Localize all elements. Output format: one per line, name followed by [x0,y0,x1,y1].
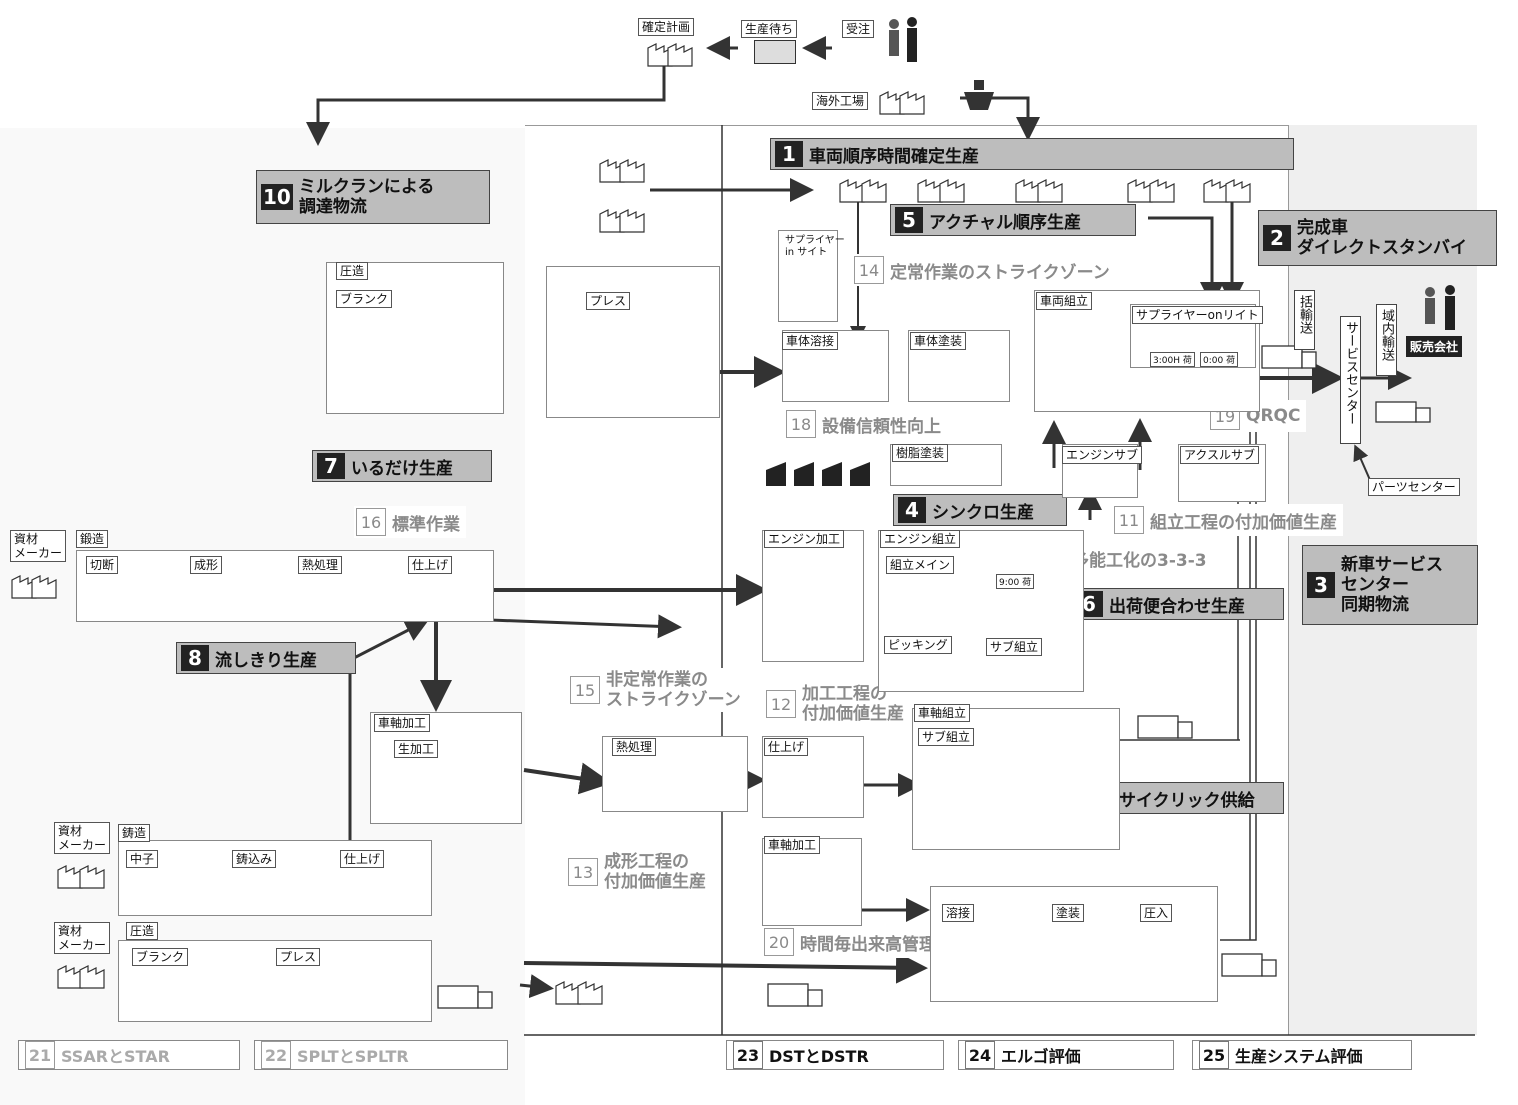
callout-15: 15 非定常作業のストライクゾーン [568,668,747,712]
forging-area-label: 圧造 [336,262,369,280]
callout-13: 13 成形工程の付加価値生産 [566,850,712,894]
material-maker-label-1: 資材メーカー [10,530,66,562]
picking-label: ピッキング [884,636,952,654]
press-label-bottom: プレス [276,948,321,966]
service-center-label: サービスセンター [1340,316,1361,444]
callout-12: 12 加工工程の付加価値生産 [764,682,910,726]
heat-treat-label-2: 熱処理 [612,738,657,756]
overseas-factory-label: 海外工場 [812,92,869,110]
forge-label: 鍛造 [76,530,109,548]
engine-machining-label: エンジン加工 [764,530,845,548]
resin-paint-label: 樹脂塗装 [892,444,949,462]
forging-area-label-bottom: 圧造 [126,922,159,940]
callout-2: 2 完成車ダイレクトスタンバイ [1258,210,1497,266]
people-icon [889,17,917,62]
engine-sub-label: エンジンサブ [1062,446,1143,464]
engine-assembly-label: エンジン組立 [880,530,961,548]
engine-assembly-box [878,530,1084,692]
heat-treat-label: 熱処理 [298,556,343,574]
parts-center-label: パーツセンター [1368,478,1460,496]
painting-label: 塗装 [1052,904,1085,922]
callout-10: 10 ミルクランによる調達物流 [256,170,490,224]
callout-3: 3 新車サービスセンター同期物流 [1302,545,1478,625]
press-label: プレス [586,292,631,310]
people-icon [1425,285,1455,330]
body-weld-label: 車体溶接 [782,332,839,350]
bulk-transport-label: 括輸送 [1294,290,1315,350]
dealer-label: 販売会社 [1406,336,1463,357]
axle-machining-label-left: 車軸加工 [374,714,431,732]
sub-assembly-label: サブ組立 [986,638,1043,656]
supplier-in-site-box [778,230,838,322]
raw-machining-label: 生加工 [394,740,439,758]
material-maker-label-2: 資材メーカー [54,822,110,854]
plan-label: 確定計画 [638,18,695,36]
assembly-main-label: 組立メイン [886,556,955,574]
time-badge-3: 9:00 荷 [996,574,1035,589]
welding-label: 溶接 [942,904,975,922]
pouring-label: 鋳込み [232,850,277,868]
ship-icon [964,78,994,112]
heat-treat-box [602,736,748,812]
axle-assembly-label: 車軸組立 [914,704,971,722]
waiting-stock-icon [754,40,796,64]
vehicle-assembly-label: 車両組立 [1036,292,1093,310]
press-fit-label: 圧入 [1140,904,1173,922]
supplier-on-site-label: サプライヤーonリイト [1132,306,1263,324]
order-label: 受注 [842,20,875,38]
main-panel [525,125,1288,1036]
axle-machining-label-right: 車軸加工 [764,836,821,854]
blank-label-bottom: ブランク [132,948,189,966]
engine-machining-box [762,530,864,662]
finishing-label: 仕上げ [408,556,453,574]
customer-figures [884,16,924,68]
body-paint-label: 車体塗装 [910,332,967,350]
casting-finishing-label: 仕上げ [340,850,385,868]
casting-label: 鋳造 [118,824,151,842]
forming-label: 成形 [190,556,223,574]
waiting-label: 生産待ち [741,20,798,38]
regional-transport-label: 域内輸送 [1376,304,1397,376]
core-label: 中子 [126,850,159,868]
material-maker-label-3: 資材メーカー [54,922,110,954]
axle-sub-label: アクスルサブ [1180,446,1260,464]
finishing-label-2: 仕上げ [764,738,809,756]
dealer-figures [1418,284,1464,336]
press-box [546,266,720,418]
time-badge-1: 3:00H 荷 [1150,352,1195,367]
time-badge-2: 0:00 荷 [1200,352,1239,367]
blank-label: ブランク [336,290,393,308]
axle-sub-assembly-label: サブ組立 [918,728,975,746]
cutting-label: 切断 [86,556,119,574]
forging-area-box [326,262,504,414]
